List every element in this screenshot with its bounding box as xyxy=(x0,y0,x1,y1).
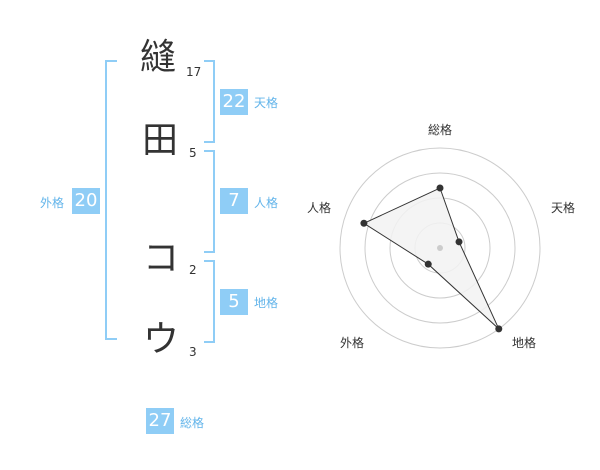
name-char-2: 田 xyxy=(142,120,179,161)
radar-axis-label-jinkaku: 人格 xyxy=(307,201,332,215)
soukaku-label: 総格 xyxy=(180,416,205,430)
stroke-count-2: 5 xyxy=(189,146,197,160)
radar-point-5 xyxy=(360,219,368,227)
stroke-count-1: 17 xyxy=(186,65,202,79)
tenkaku-label: 天格 xyxy=(254,96,279,110)
radar-point-2 xyxy=(455,238,463,246)
soukaku-badge: 27 xyxy=(146,408,174,434)
jinkaku-bracket xyxy=(204,150,215,253)
tenkaku-badge: 22 xyxy=(220,89,248,115)
chikaku-badge: 5 xyxy=(220,289,248,315)
radar-point-1 xyxy=(436,184,444,192)
chikaku-label: 地格 xyxy=(254,296,279,310)
radar-axis-label-tenkaku: 天格 xyxy=(551,201,576,215)
jinkaku-label: 人格 xyxy=(254,196,279,210)
name-char-3: コ xyxy=(143,238,180,279)
stroke-count-4: 3 xyxy=(189,345,197,359)
gaikaku-badge: 20 xyxy=(72,188,100,214)
name-char-4: ウ xyxy=(143,319,180,360)
radar-point-3 xyxy=(495,325,503,333)
stroke-count-3: 2 xyxy=(189,263,197,277)
radar-axis-label-chikaku: 地格 xyxy=(512,336,537,350)
radar-center-point xyxy=(437,245,443,251)
gaikaku-label: 外格 xyxy=(40,196,65,210)
radar-axis-label-gaikaku: 外格 xyxy=(340,336,365,350)
gaikaku-bracket xyxy=(105,60,117,340)
jinkaku-badge: 7 xyxy=(220,188,248,214)
name-char-1: 縫 xyxy=(140,37,177,78)
radar-axis-label-soukaku: 総格 xyxy=(428,123,453,137)
radar-data-polygon xyxy=(362,187,500,330)
tenkaku-bracket xyxy=(204,60,215,143)
radar-point-4 xyxy=(424,260,432,268)
radar-ring-4 xyxy=(339,147,541,349)
chikaku-bracket xyxy=(204,260,215,343)
radar-ring-3 xyxy=(364,172,516,324)
